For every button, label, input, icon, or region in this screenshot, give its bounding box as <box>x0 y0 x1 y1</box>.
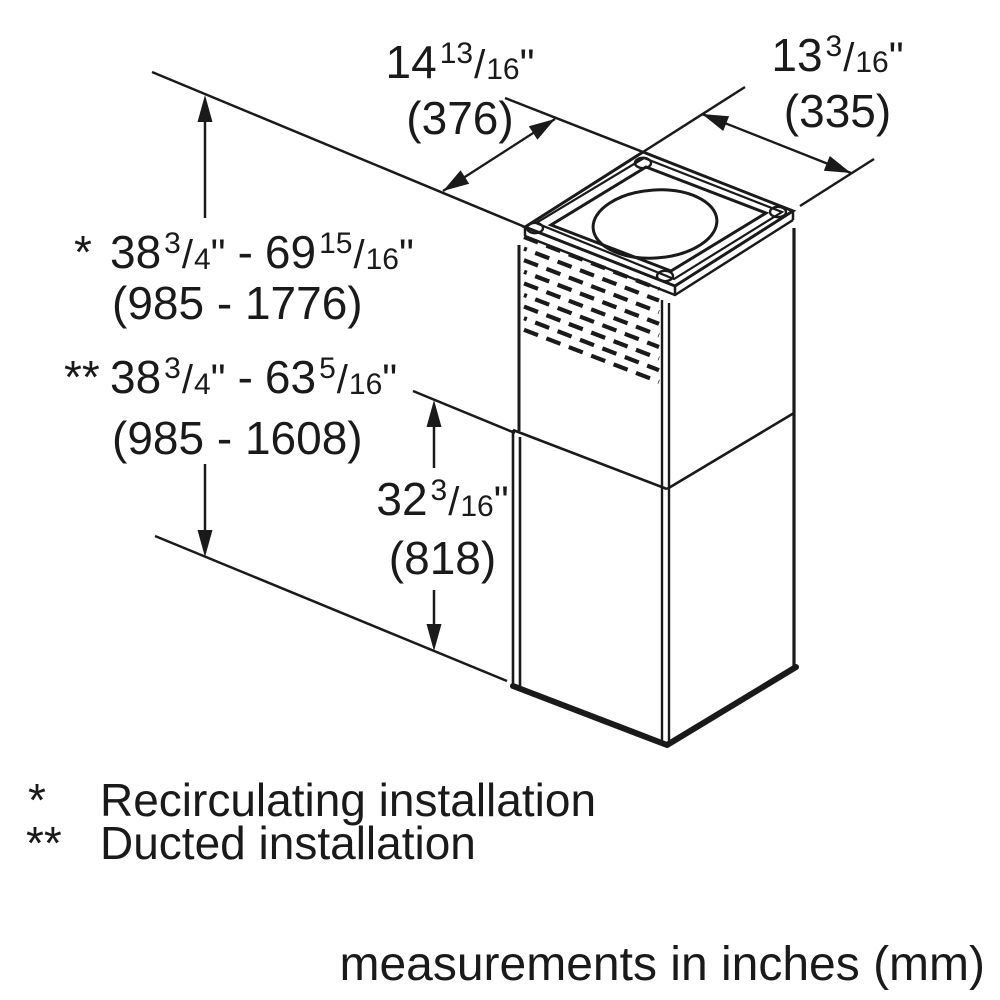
dim-slash: / <box>474 43 486 87</box>
lower-section-dimension-mm: (818) <box>388 532 497 584</box>
dim-denominator: 16 <box>486 53 520 86</box>
dim-whole: 63 <box>264 351 317 403</box>
arrowhead-icon <box>823 156 851 173</box>
louver-row <box>523 327 660 384</box>
dim-slash: / <box>448 480 460 524</box>
chimney-bottom-edge <box>510 664 799 748</box>
top-depth-dimension-line <box>642 85 875 208</box>
legend-symbol-recirculating: * <box>28 774 46 826</box>
louver-row <box>523 258 660 315</box>
arrowhead-icon <box>443 170 470 191</box>
footer-note: measurements in inches (mm) <box>339 938 985 991</box>
vent-louvers <box>523 235 660 384</box>
dim-unit: " <box>888 33 904 80</box>
lower-section-dimension-line <box>412 389 516 651</box>
dim-numerator: 3 <box>164 352 181 385</box>
dim-whole: 32 <box>376 473 428 525</box>
range-separator: - <box>237 226 253 278</box>
dim-unit: " <box>519 40 535 87</box>
dim-unit: " <box>382 355 398 402</box>
dim-numerator: 15 <box>319 227 353 260</box>
louver-row <box>523 304 660 361</box>
telescopic-seam <box>512 411 795 491</box>
louver-row <box>523 316 660 373</box>
legend-label-ducted: Ducted installation <box>100 817 476 869</box>
dim-whole: 14 <box>385 36 437 88</box>
top-width-dimension-line <box>442 96 644 192</box>
screw-holes <box>525 156 788 283</box>
dim-whole: 69 <box>264 226 317 278</box>
dim-unit: " <box>210 230 226 277</box>
dim-denominator: 16 <box>348 368 383 401</box>
louver-row <box>523 281 660 338</box>
top-width-dimension-mm: (376) <box>406 92 514 144</box>
screw-hole <box>633 156 653 170</box>
height-range-ducted-mm: (985 - 1608) <box>112 412 363 464</box>
top-depth-dimension-mm: (335) <box>783 85 892 137</box>
chimney-body <box>510 228 799 748</box>
chimney-top-plate <box>521 150 797 297</box>
screw-hole <box>525 221 545 235</box>
arrowhead-icon <box>702 114 730 131</box>
floor-reference-line <box>154 534 508 683</box>
top-reference-line <box>151 70 526 229</box>
dim-slash: / <box>336 358 348 402</box>
legend-symbol-ducted: ** <box>26 817 62 869</box>
arrowhead-icon <box>197 95 213 122</box>
dim-numerator: 13 <box>439 37 474 70</box>
height-range-recirc-mm: (985 - 1776) <box>112 277 363 329</box>
duct-mount-frame <box>547 165 770 273</box>
recirc-asterisk: * <box>74 226 92 278</box>
dim-slash: / <box>181 358 193 402</box>
dim-numerator: 3 <box>164 227 181 260</box>
dim-whole: 38 <box>110 226 162 278</box>
dim-slash: / <box>353 233 365 277</box>
arrowhead-icon <box>426 624 442 651</box>
dim-denominator: 4 <box>193 243 211 276</box>
dim-slash: / <box>843 36 855 80</box>
dim-denominator: 4 <box>193 368 211 401</box>
screw-hole <box>768 205 788 219</box>
range-separator: - <box>237 351 253 403</box>
legend-label-recirculating: Recirculating installation <box>100 774 597 826</box>
louver-row <box>523 246 660 303</box>
dim-unit: " <box>493 477 509 524</box>
dim-unit: " <box>210 355 226 402</box>
arrowhead-icon <box>426 400 442 427</box>
dim-denominator: 16 <box>365 243 399 276</box>
ducted-asterisks: ** <box>64 351 100 403</box>
dim-denominator: 16 <box>855 46 889 79</box>
dim-whole: 13 <box>771 29 823 81</box>
height-dimension-line <box>197 95 213 557</box>
dim-whole: 38 <box>110 351 162 403</box>
dim-numerator: 5 <box>319 352 336 385</box>
arrowhead-icon <box>528 119 555 140</box>
screw-hole <box>655 269 675 283</box>
dim-slash: / <box>181 233 193 277</box>
louver-row <box>523 235 660 291</box>
duct-opening <box>591 188 719 260</box>
dim-denominator: 16 <box>460 490 494 523</box>
dim-numerator: 3 <box>825 30 843 63</box>
louver-row <box>523 269 660 326</box>
louver-row <box>523 293 660 349</box>
arrowhead-icon <box>197 530 213 557</box>
dim-unit: " <box>398 230 414 277</box>
dim-numerator: 3 <box>430 474 448 507</box>
